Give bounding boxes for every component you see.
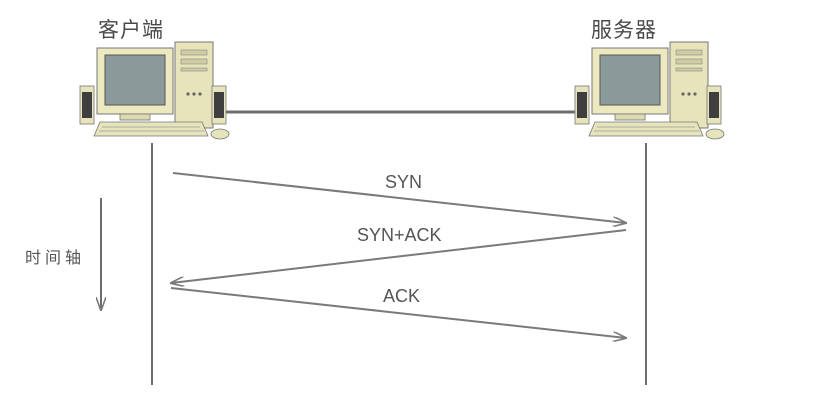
- message-arrow-syn-ack: [171, 229, 627, 283]
- message-arrow-ack: [170, 287, 626, 338]
- client-label: 客户端: [98, 18, 164, 42]
- client-computer-icon: [79, 41, 230, 140]
- server-label: 服务器: [591, 18, 657, 42]
- server-computer-icon: [574, 41, 725, 140]
- message-label-syn-ack: SYN+ACK: [357, 225, 442, 245]
- message-label-ack: ACK: [383, 286, 421, 306]
- time-axis-label: 时间轴: [25, 248, 86, 267]
- message-arrow-syn: [172, 172, 626, 223]
- message-label-syn: SYN: [385, 172, 423, 192]
